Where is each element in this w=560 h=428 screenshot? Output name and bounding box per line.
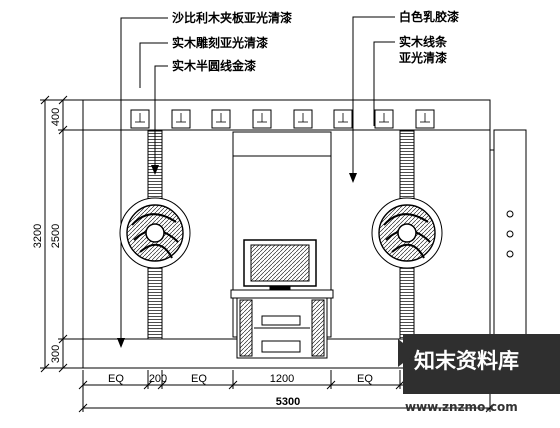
annotation-white-latex-paint: 白色乳胶漆 <box>399 10 460 24</box>
right-medallion <box>371 197 443 269</box>
dim-wall-panel: 2500 <box>50 224 62 248</box>
annotation-sapele-plywood: 沙比利木夹板亚光清漆 <box>172 11 293 25</box>
left-medallion <box>119 197 191 269</box>
annotation-half-round-molding: 实木半圆线金漆 <box>172 59 257 73</box>
dim-total-width: 5300 <box>276 396 300 408</box>
cornice-ornaments <box>130 109 435 129</box>
dim-niche-width: 1200 <box>270 373 294 385</box>
annotation-matte-varnish: 亚光清漆 <box>399 51 448 65</box>
television <box>243 239 317 290</box>
tv-cabinet <box>230 289 334 359</box>
vertical-dimension-lines <box>40 95 83 373</box>
dim-eq-middle: EQ <box>191 373 207 385</box>
watermark-logo <box>403 334 560 394</box>
dim-skirting: 300 <box>50 345 62 363</box>
watermark-brand-text: 知末资料库 <box>414 349 519 373</box>
watermark-url: www.znzmo.com <box>405 400 518 414</box>
dim-eq-left: EQ <box>108 373 124 385</box>
dim-eq-right: EQ <box>357 373 373 385</box>
annotation-carved-wood: 实木雕刻亚光清漆 <box>172 36 269 50</box>
dim-total-height: 3200 <box>32 224 44 248</box>
annotation-wood-molding: 实木线条 <box>399 35 448 49</box>
cornice-ornament-details <box>135 113 430 123</box>
watermark-logo-icon <box>398 339 416 367</box>
dim-top-band: 400 <box>50 108 62 126</box>
dim-strip-width: 200 <box>149 373 167 385</box>
